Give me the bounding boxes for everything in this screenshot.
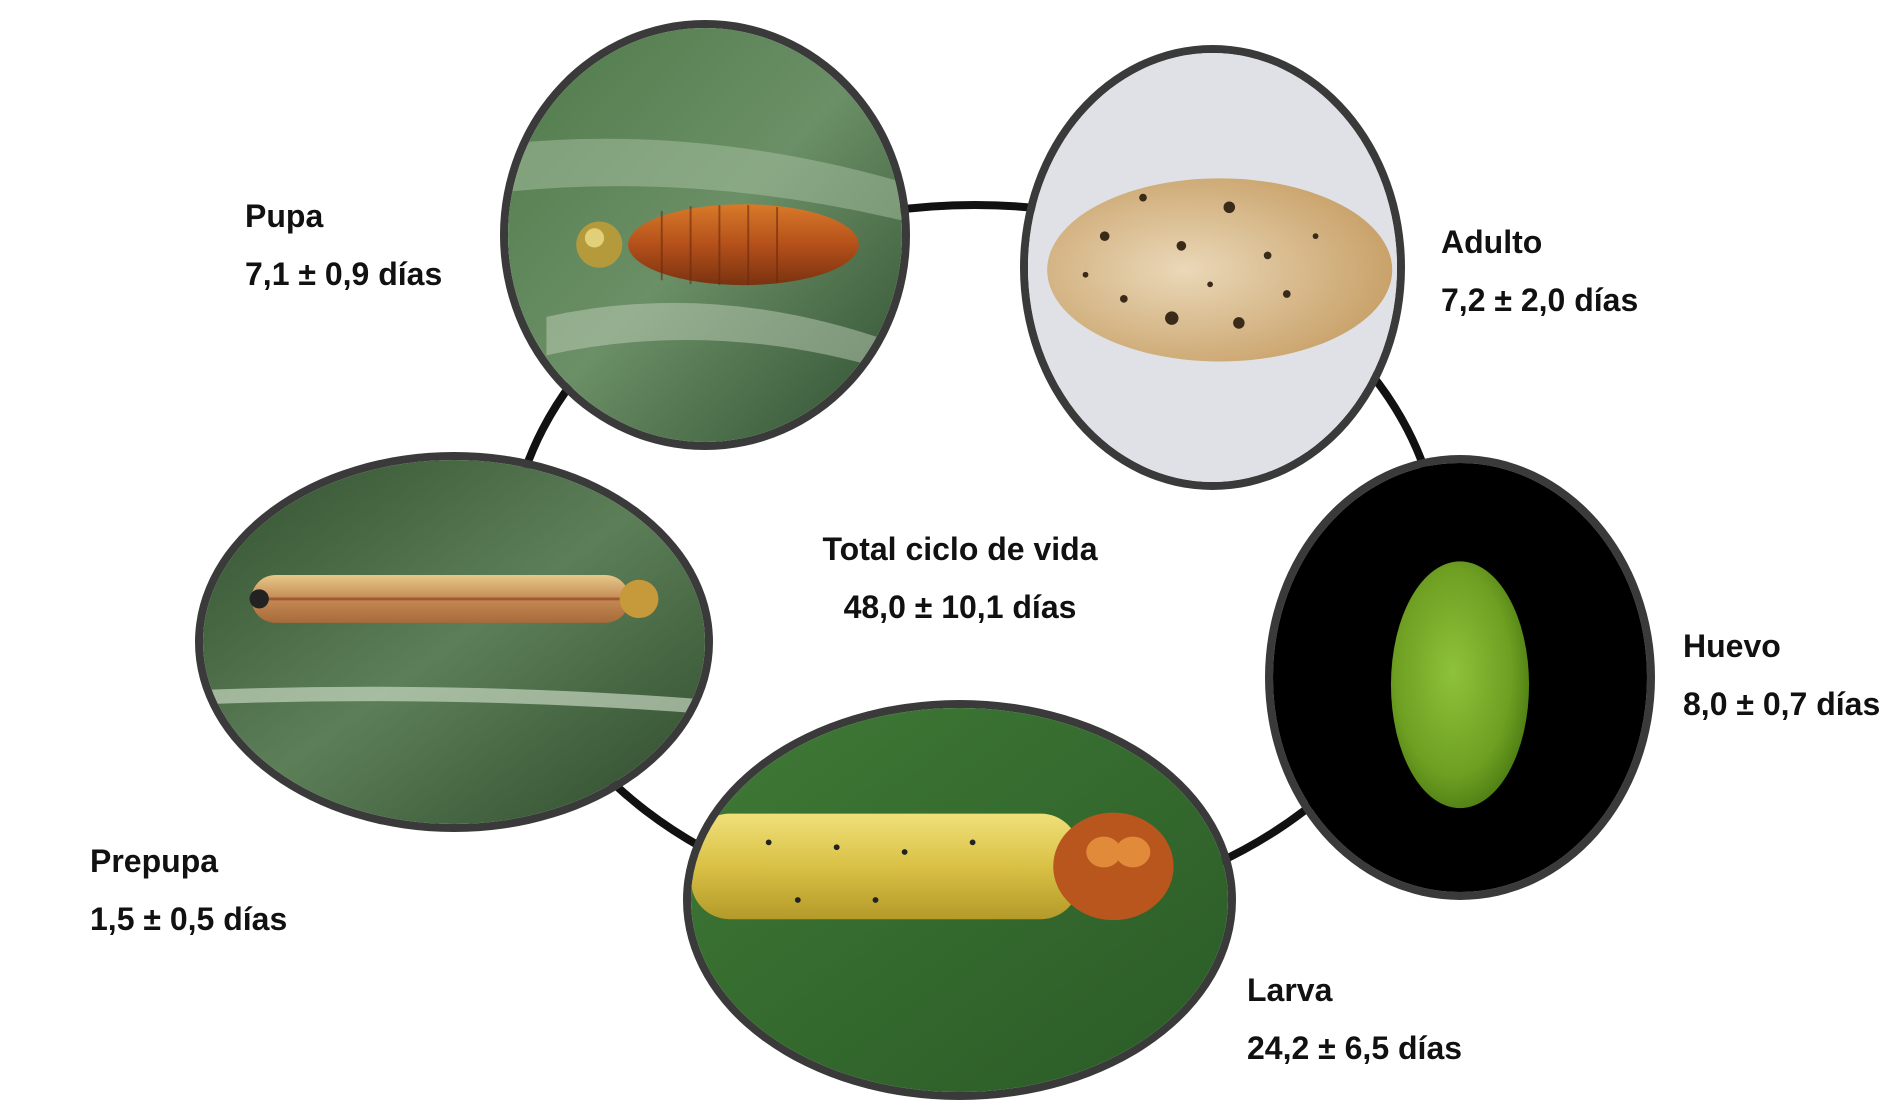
- prepupa-label: Prepupa 1,5 ± 0,5 días: [90, 845, 287, 935]
- larva-label: Larva 24,2 ± 6,5 días: [1247, 974, 1462, 1064]
- pupa-photo: [500, 20, 910, 450]
- prepupa-duration: 1,5 ± 0,5 días: [90, 903, 287, 935]
- prepupa-photo: [195, 452, 713, 832]
- adulto-duration: 7,2 ± 2,0 días: [1441, 284, 1638, 316]
- pupa-duration: 7,1 ± 0,9 días: [245, 258, 442, 290]
- larva-photo: [683, 700, 1236, 1100]
- huevo-photo: [1265, 455, 1655, 900]
- huevo-name: Huevo: [1683, 630, 1880, 662]
- center-duration: 48,0 ± 10,1 días: [760, 591, 1160, 623]
- center-total: Total ciclo de vida 48,0 ± 10,1 días: [760, 533, 1160, 623]
- huevo-label: Huevo 8,0 ± 0,7 días: [1683, 630, 1880, 720]
- huevo-duration: 8,0 ± 0,7 días: [1683, 688, 1880, 720]
- adulto-label: Adulto 7,2 ± 2,0 días: [1441, 226, 1638, 316]
- pupa-name: Pupa: [245, 200, 442, 232]
- adulto-name: Adulto: [1441, 226, 1638, 258]
- center-title: Total ciclo de vida: [760, 533, 1160, 565]
- pupa-label: Pupa 7,1 ± 0,9 días: [245, 200, 442, 290]
- prepupa-name: Prepupa: [90, 845, 287, 877]
- larva-name: Larva: [1247, 974, 1462, 1006]
- adulto-photo: [1020, 45, 1405, 490]
- larva-duration: 24,2 ± 6,5 días: [1247, 1032, 1462, 1064]
